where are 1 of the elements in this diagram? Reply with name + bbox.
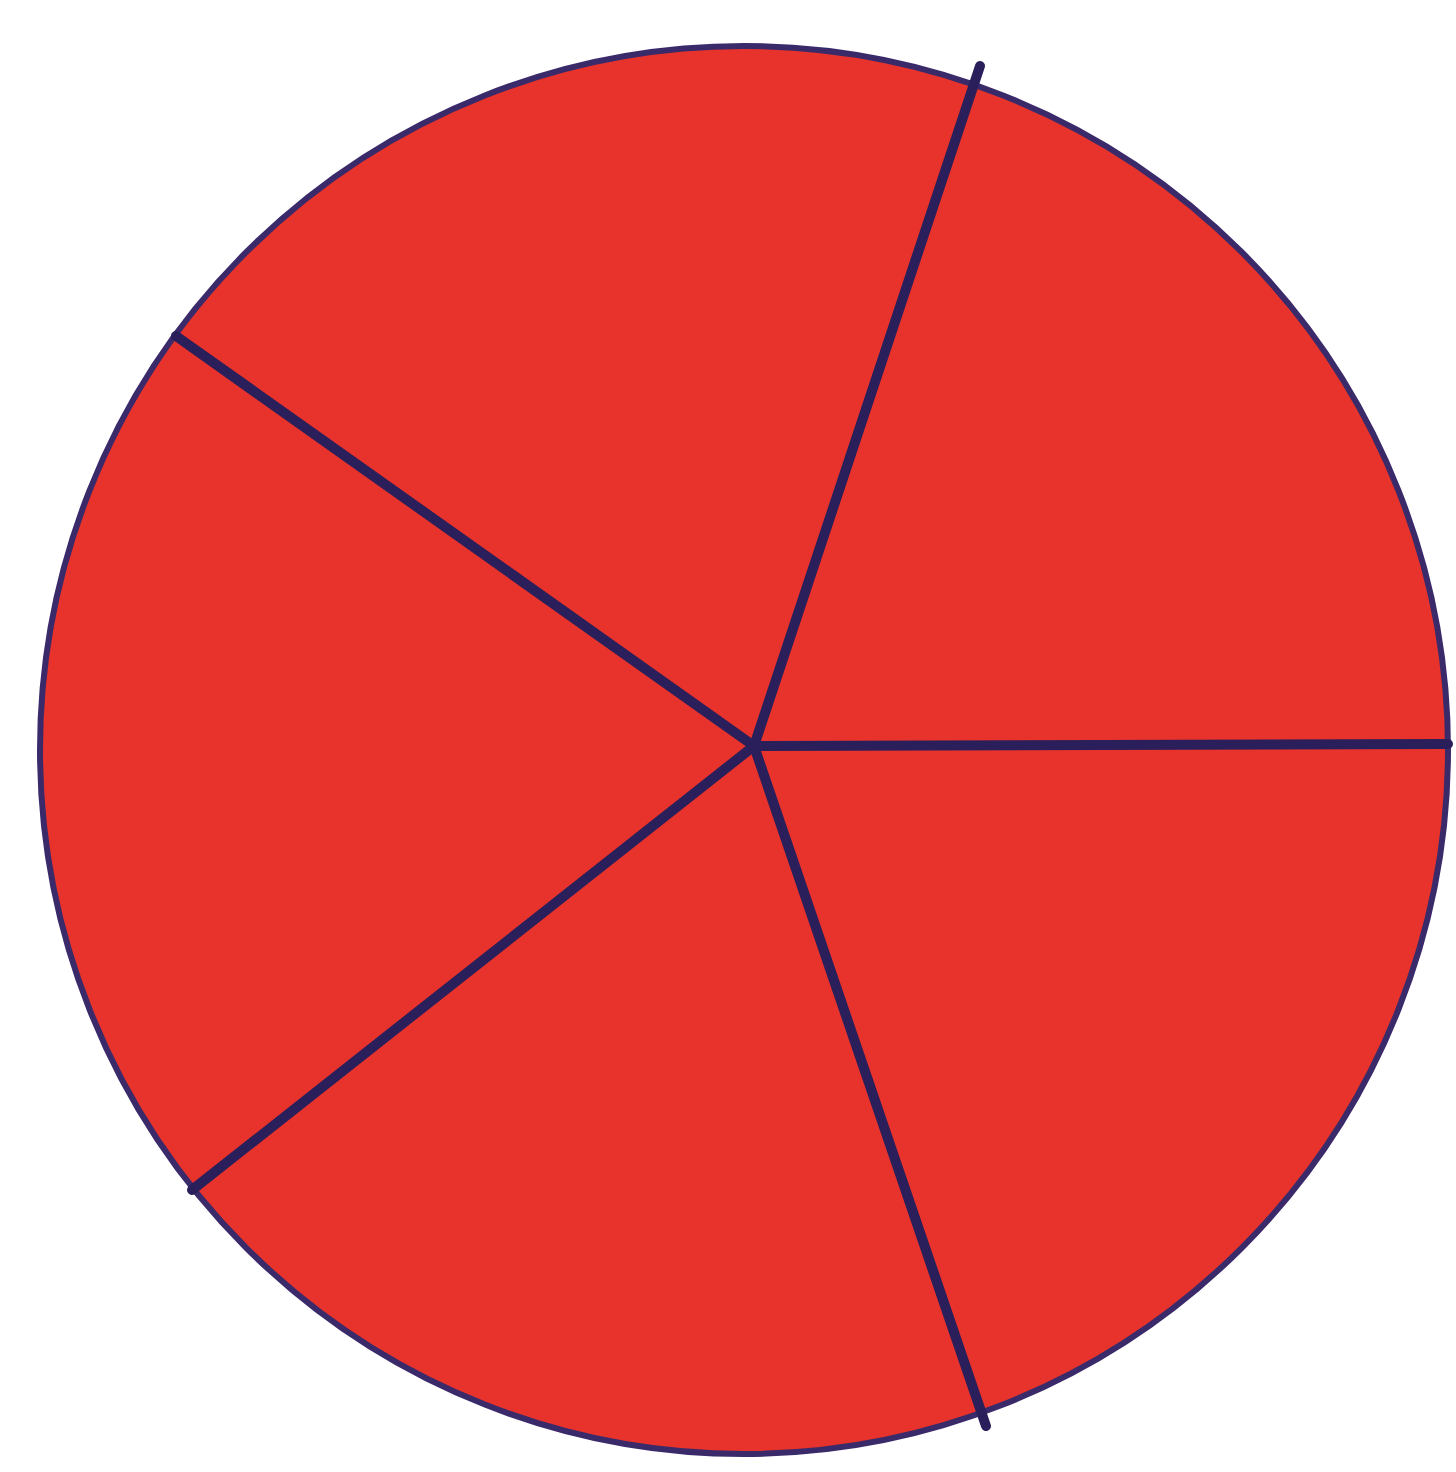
divided-circle-drawing bbox=[37, 43, 1453, 1457]
